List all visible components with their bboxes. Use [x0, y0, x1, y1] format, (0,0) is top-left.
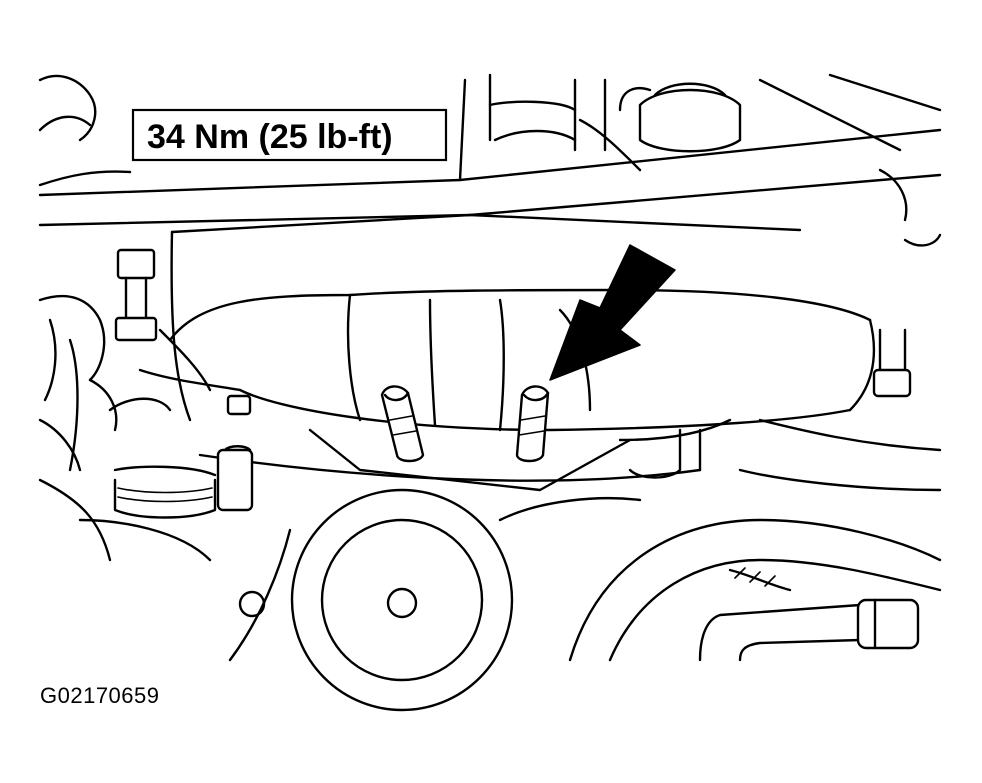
crank-pulley-hub [386, 587, 418, 619]
hose-clamp [856, 598, 920, 650]
crank-pulley-inner [320, 518, 484, 682]
pointer-arrow [549, 244, 676, 381]
stud-right [515, 385, 550, 463]
tensioner-bolt [216, 448, 254, 512]
small-bolt-left [226, 394, 252, 416]
right-hardware [872, 328, 912, 398]
torque-callout-box [131, 108, 448, 162]
left-hardware [38, 248, 252, 472]
stud-left [380, 385, 425, 463]
studs [380, 385, 550, 463]
hose-lower-right [698, 598, 920, 662]
bolt-nut-left [114, 316, 158, 342]
crank-pulley-outer [290, 488, 514, 712]
bolt-head-left [116, 248, 156, 280]
pulley-area [38, 445, 942, 712]
torque-callout-text: 34 Nm (25 lb-ft) [147, 118, 393, 156]
figure-id: G02170659 [40, 683, 160, 708]
torque-callout: 34 Nm (25 lb-ft) [131, 108, 448, 162]
cover-housing [168, 213, 876, 432]
bolt-right [872, 368, 912, 398]
